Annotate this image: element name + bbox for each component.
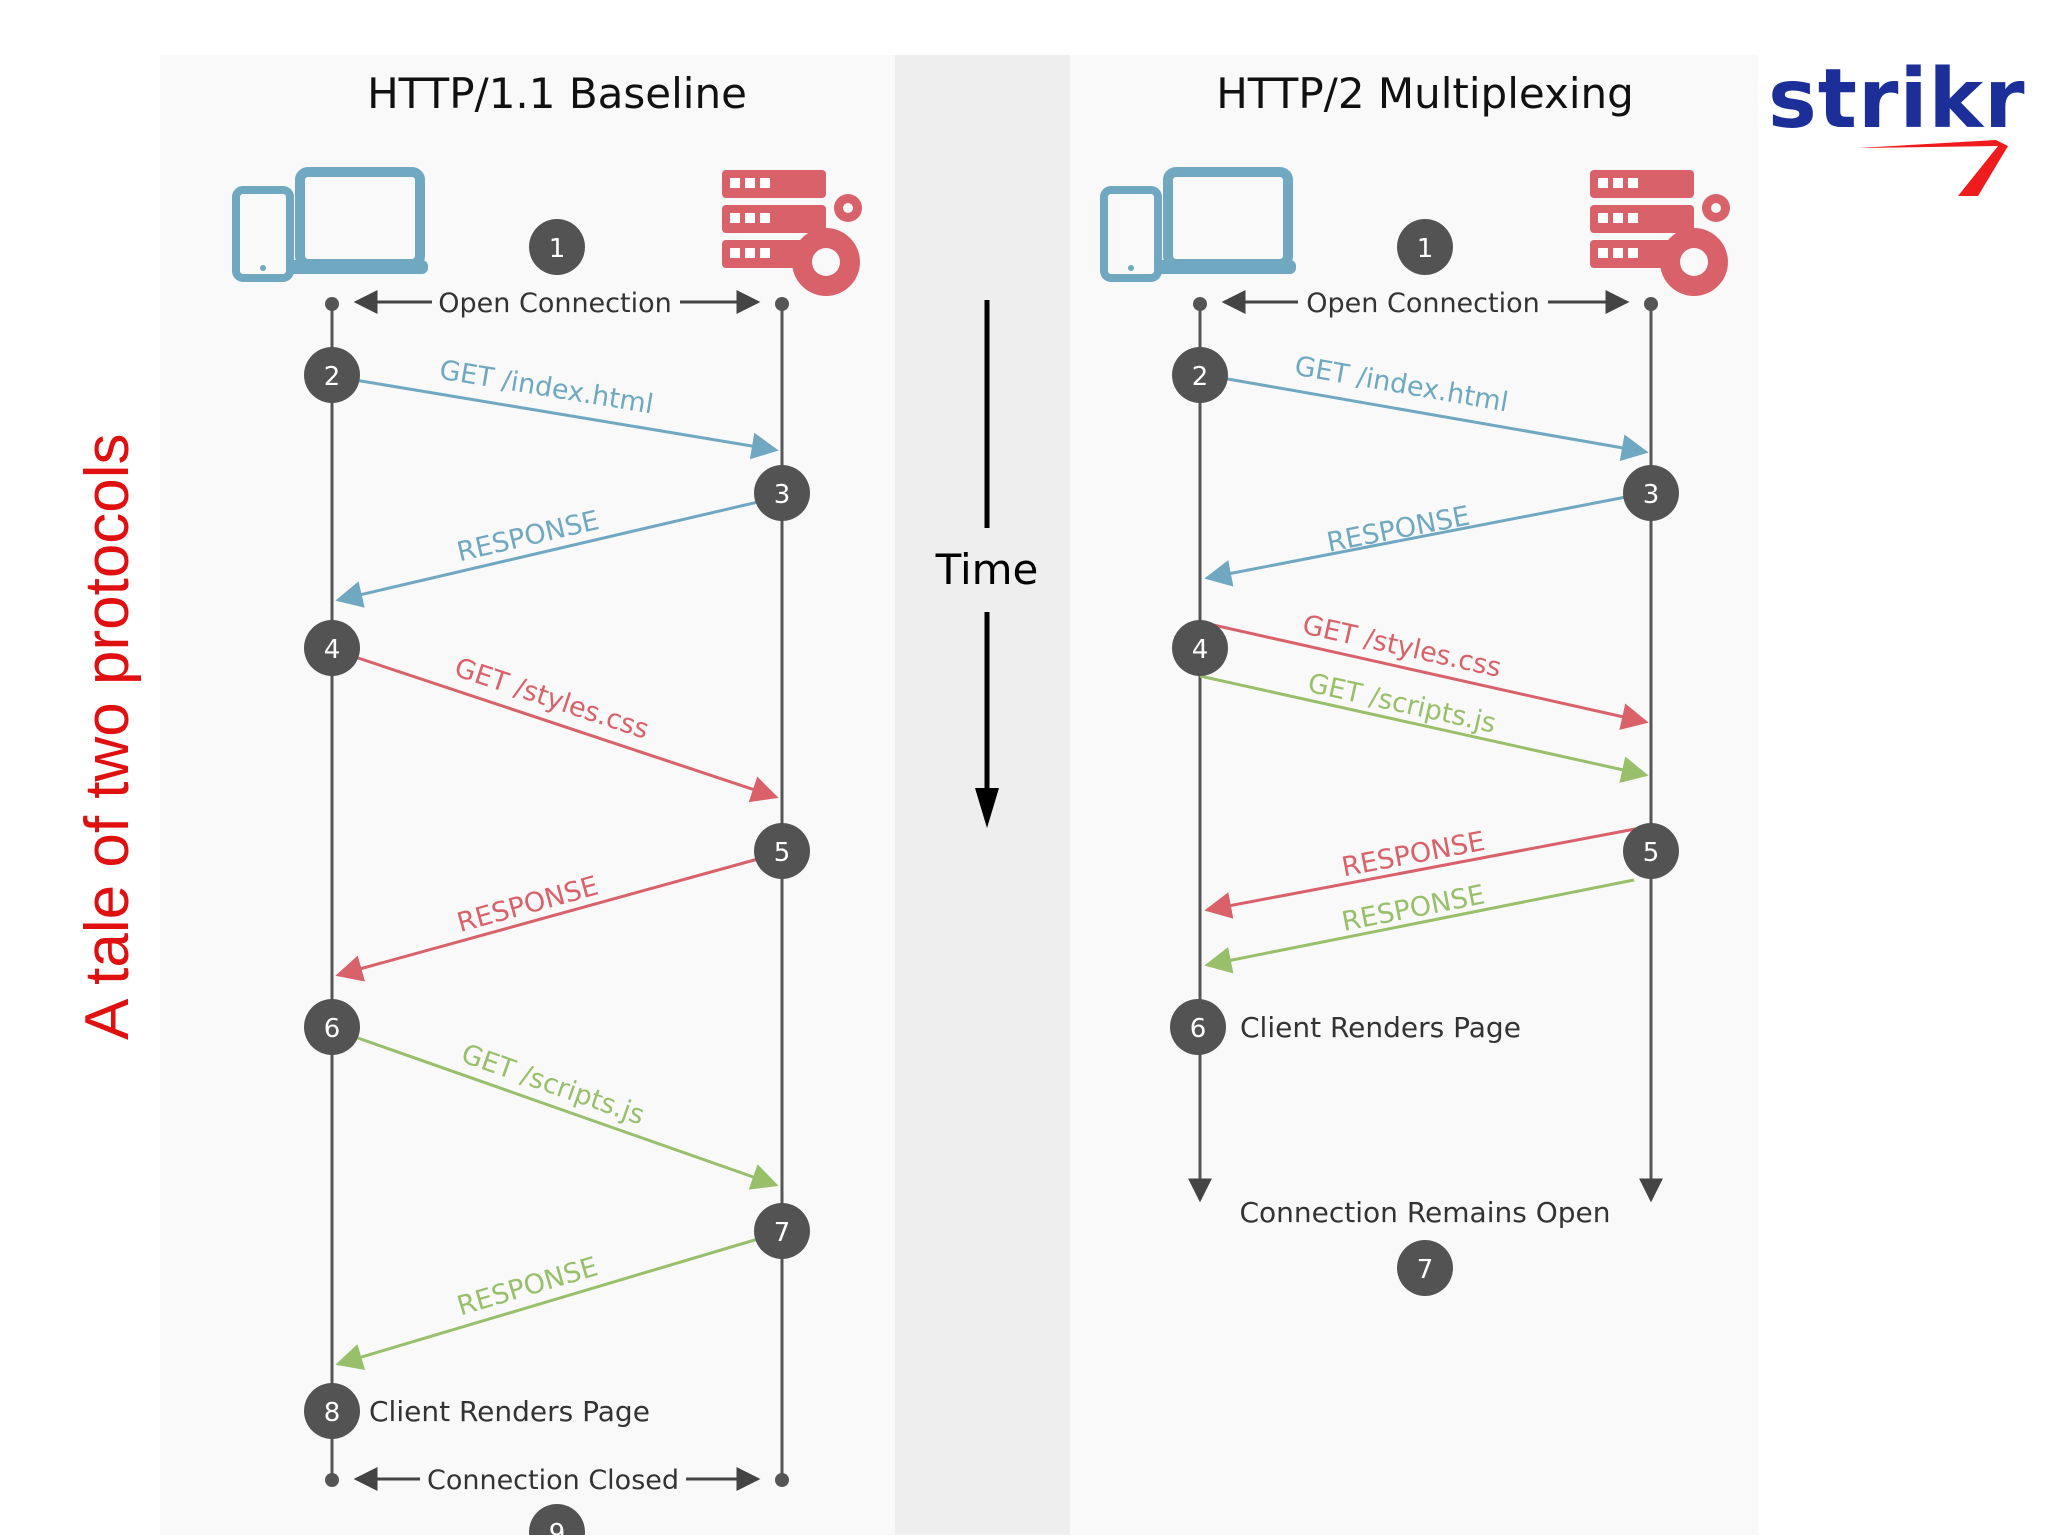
svg-text:6: 6 xyxy=(324,1014,341,1044)
right-client-renders-label: Client Renders Page xyxy=(1240,1011,1521,1044)
left-open-connection-label: Open Connection xyxy=(438,288,671,319)
right-panel-step-badge-4: 4 xyxy=(1172,620,1228,676)
left-panel-step-badge-1: 1 xyxy=(529,219,585,275)
left-client-renders-label: Client Renders Page xyxy=(369,1395,650,1428)
svg-text:8: 8 xyxy=(324,1398,341,1428)
left-connection-closed-label: Connection Closed xyxy=(427,1465,679,1496)
right-panel-step-badge-2: 2 xyxy=(1172,347,1228,403)
left-panel-step-badge-6: 6 xyxy=(304,999,360,1055)
time-label: Time xyxy=(935,545,1039,594)
left-panel-step-badge-7: 7 xyxy=(754,1203,810,1259)
logo-swoosh xyxy=(1858,140,2008,196)
left-panel-step-badge-9: 9 xyxy=(529,1504,585,1539)
svg-text:7: 7 xyxy=(1417,1255,1434,1285)
strikr-logo: strikr xyxy=(1768,52,2026,147)
left-step-badges: 1 2 3 4 5 6 7 8 9 xyxy=(304,219,810,1539)
svg-text:9: 9 xyxy=(549,1519,566,1535)
right-connection-remains-label: Connection Remains Open xyxy=(1240,1196,1611,1229)
server-gear-icon xyxy=(722,170,862,296)
right-panel-step-badge-1: 1 xyxy=(1397,219,1453,275)
client-devices-icon xyxy=(232,167,428,282)
svg-text:3: 3 xyxy=(1643,480,1660,510)
client-devices-icon-right xyxy=(1100,167,1296,282)
left-panel-title: HTTP/1.1 Baseline xyxy=(367,69,747,118)
svg-text:1: 1 xyxy=(549,234,566,264)
svg-text:5: 5 xyxy=(1643,838,1660,868)
right-step-badges: 1 2 3 4 5 6 7 xyxy=(1170,219,1679,1296)
svg-text:1: 1 xyxy=(1417,234,1434,264)
server-gear-icon-right xyxy=(1590,170,1730,296)
svg-text:7: 7 xyxy=(774,1218,791,1248)
svg-text:2: 2 xyxy=(1192,362,1209,392)
svg-text:3: 3 xyxy=(774,480,791,510)
svg-text:5: 5 xyxy=(774,838,791,868)
svg-text:2: 2 xyxy=(324,362,341,392)
right-open-connection-label: Open Connection xyxy=(1306,288,1539,319)
right-panel-step-badge-7: 7 xyxy=(1397,1240,1453,1296)
right-panel-title: HTTP/2 Multiplexing xyxy=(1216,69,1634,118)
side-title: A tale of two protocols xyxy=(73,433,142,1040)
right-panel-step-badge-6: 6 xyxy=(1170,999,1226,1055)
left-panel-step-badge-4: 4 xyxy=(304,620,360,676)
left-panel-step-badge-2: 2 xyxy=(304,347,360,403)
svg-text:4: 4 xyxy=(324,635,341,665)
time-arrow-head xyxy=(975,788,999,828)
left-panel-step-badge-8: 8 xyxy=(304,1383,360,1439)
left-panel-step-badge-3: 3 xyxy=(754,465,810,521)
svg-text:4: 4 xyxy=(1192,635,1209,665)
left-panel-step-badge-5: 5 xyxy=(754,823,810,879)
right-panel-step-badge-5: 5 xyxy=(1623,823,1679,879)
svg-text:6: 6 xyxy=(1190,1014,1207,1044)
right-panel-step-badge-3: 3 xyxy=(1623,465,1679,521)
right-panel-bg xyxy=(1070,55,1758,1535)
